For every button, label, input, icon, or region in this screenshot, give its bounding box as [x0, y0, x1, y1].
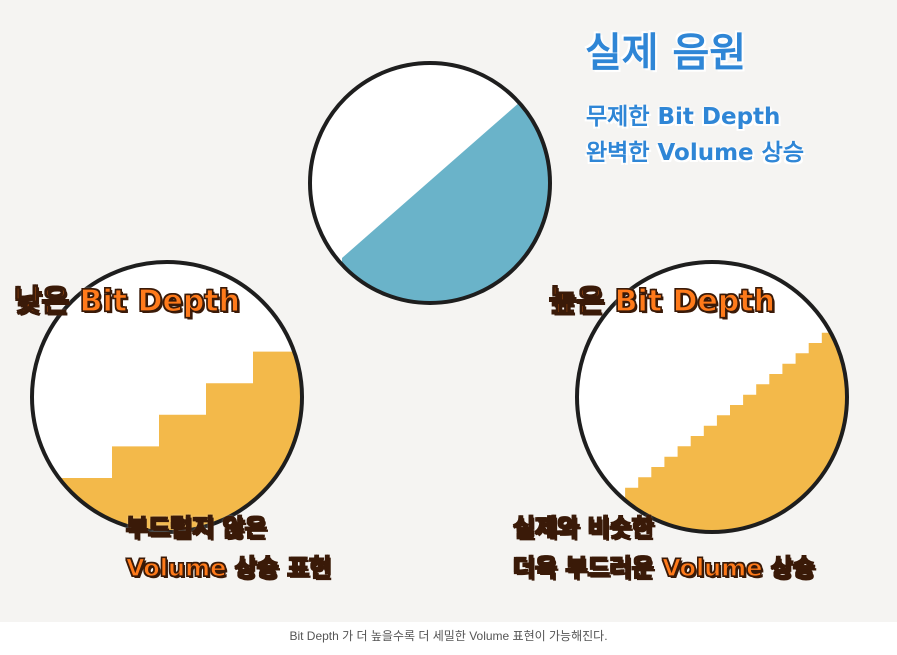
- low-bit-title: 낮은 Bit Depth: [13, 283, 241, 319]
- real-audio-title: 실제 음원: [585, 30, 747, 76]
- high-bit-line1: 실제와 비슷한: [512, 513, 654, 542]
- high-bit-title: 높은 Bit Depth: [548, 283, 776, 319]
- real-audio-line2: 완벽한 Volume 상승: [586, 140, 804, 166]
- low-bit-line2: Volume 상승 표현: [125, 553, 332, 582]
- real-audio-circle-outline: [308, 61, 552, 305]
- low-bit-line1: 부드럽지 않은: [125, 513, 267, 542]
- low-bit-circle-outline: [30, 260, 304, 534]
- real-audio-line1: 무제한 Bit Depth: [586, 104, 781, 130]
- bit-depth-diagram: [30, 61, 849, 534]
- figure-caption: Bit Depth 가 더 높을수록 더 세밀한 Volume 표현이 가능해진…: [0, 622, 897, 655]
- high-bit-circle-outline: [575, 260, 849, 534]
- high-bit-line2: 더욱 부드러운 Volume 상승: [512, 553, 816, 582]
